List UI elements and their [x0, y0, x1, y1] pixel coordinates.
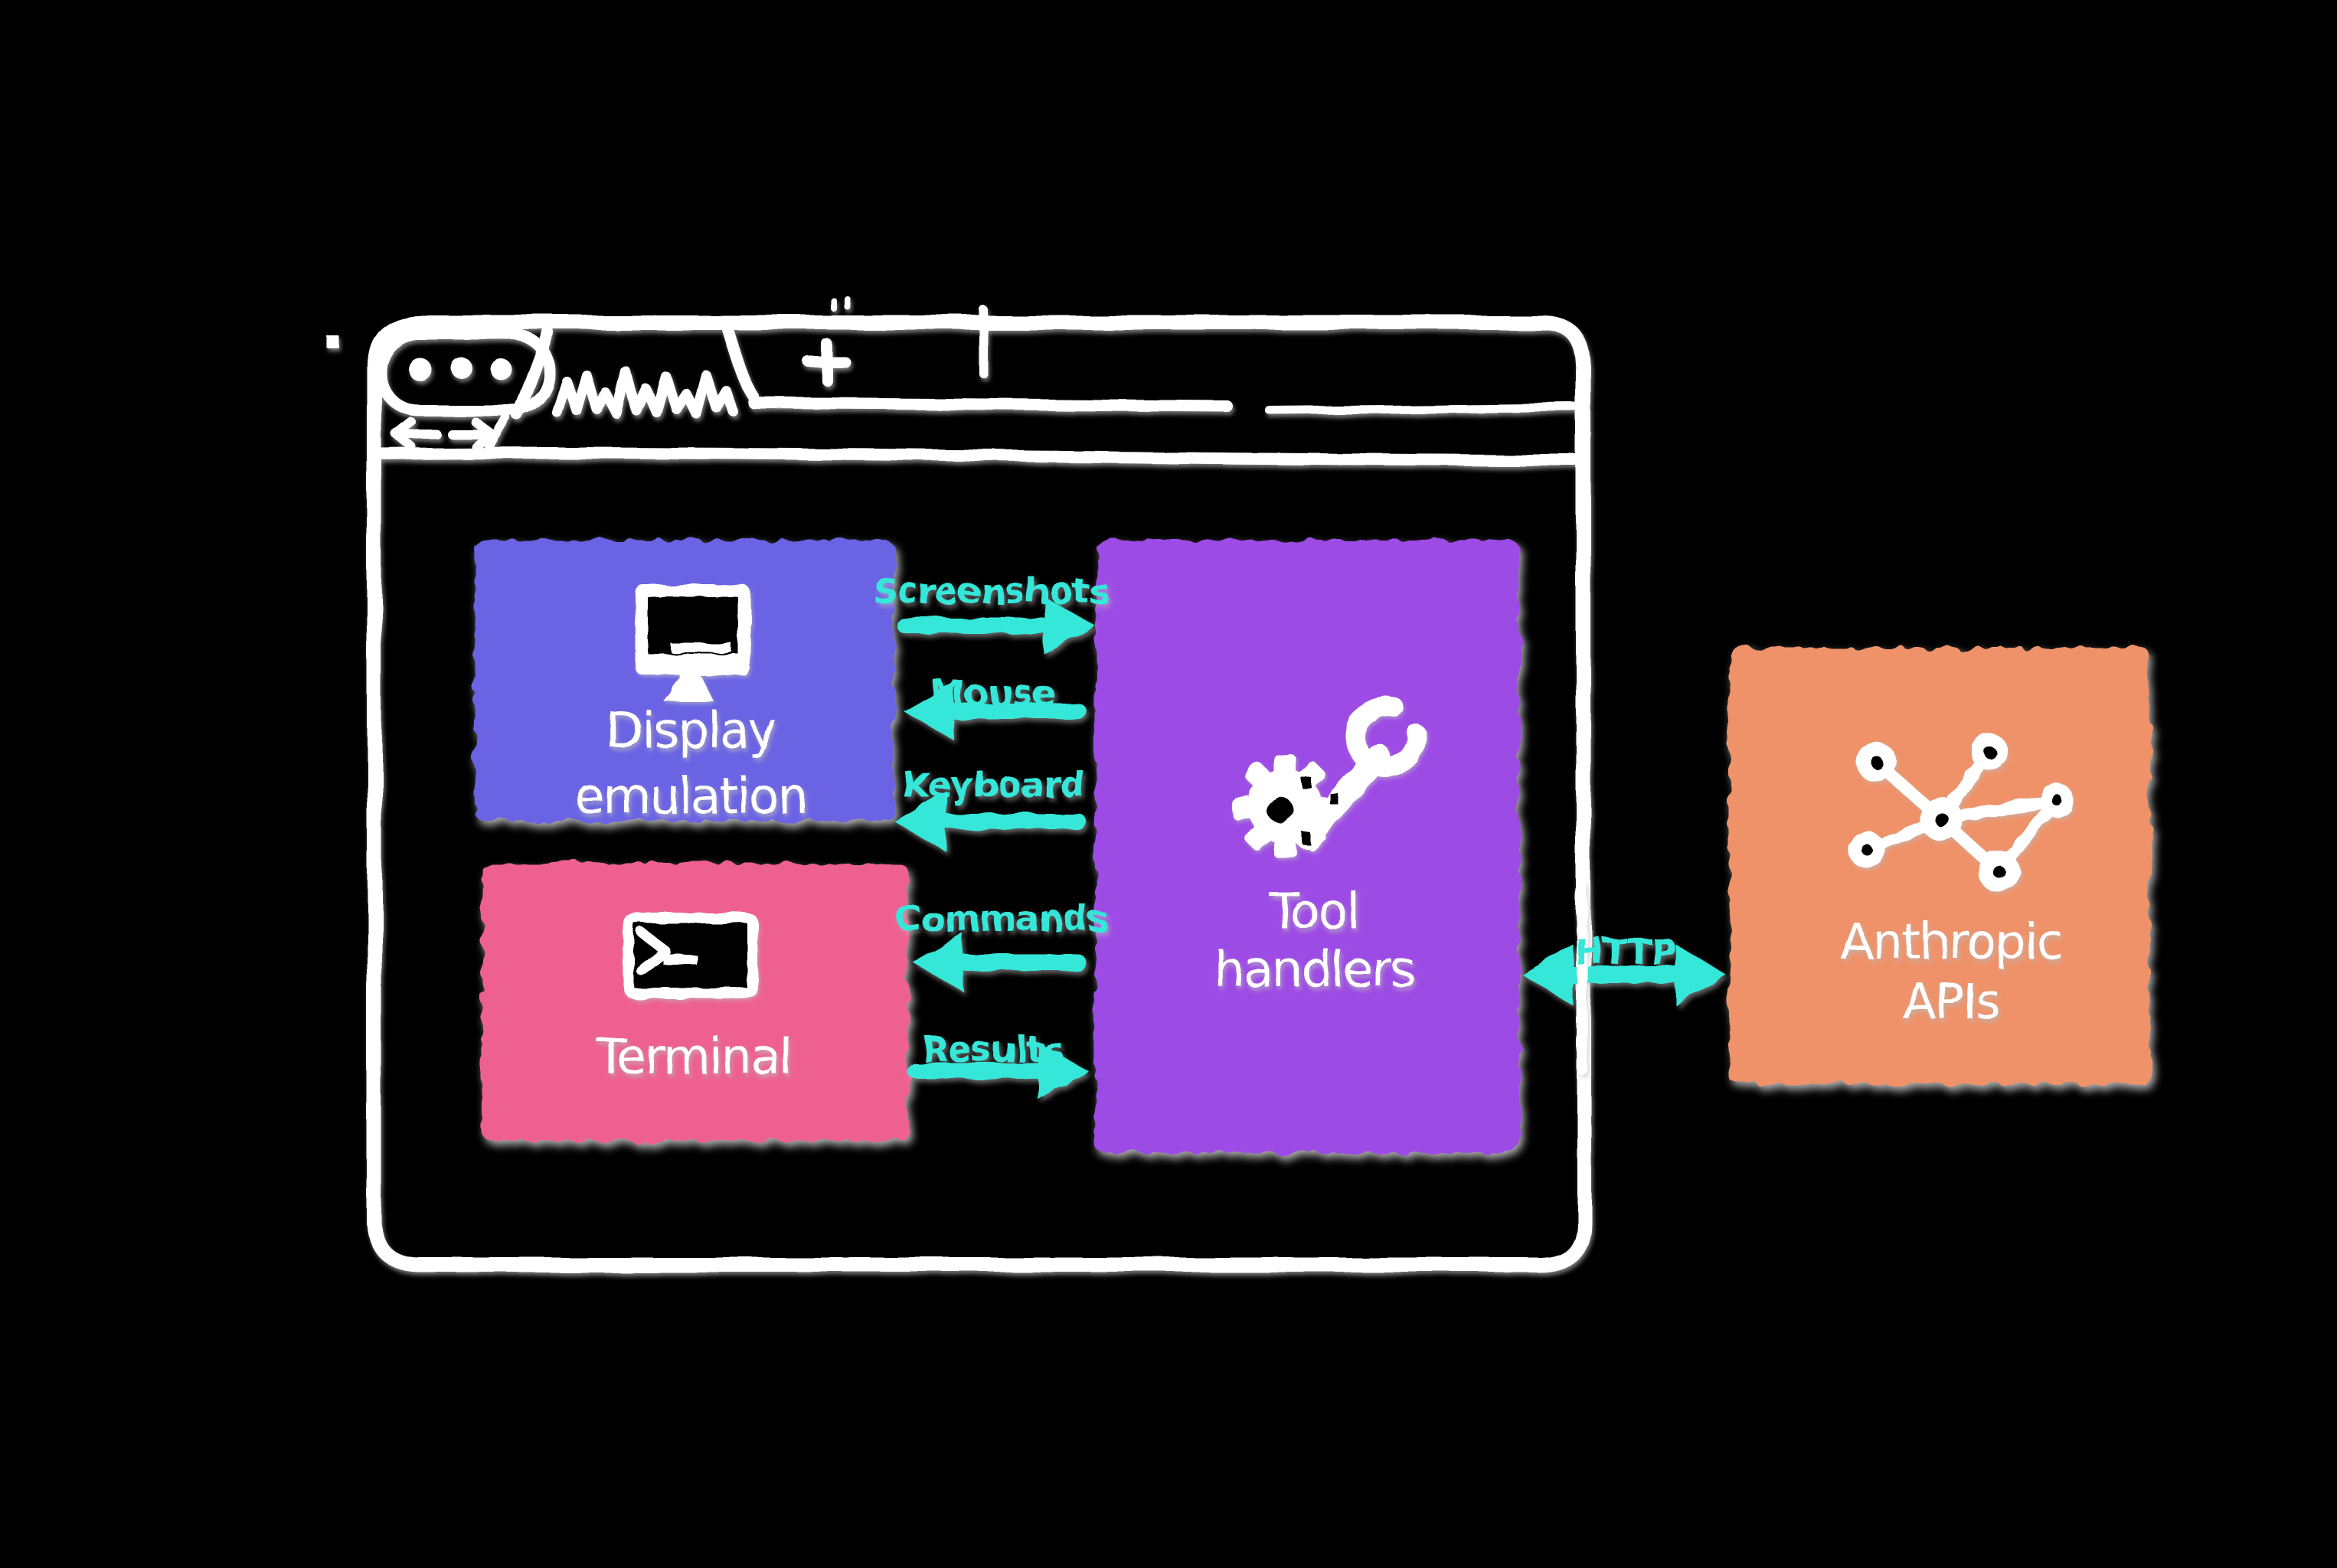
browser-tab-traffic-lights: [374, 328, 555, 416]
traffic-light-dot: [409, 358, 432, 381]
anthropic-apis-label-line1: Anthropic: [1840, 914, 2062, 971]
arrow-commands-head: [913, 933, 963, 991]
tab-title-scribble: [551, 367, 737, 419]
toolbar-bottom-line: [369, 447, 1585, 466]
tab-strip-line: [747, 397, 1233, 412]
arrow-keyboard-head: [894, 791, 946, 852]
anthropic-apis-rect: [1729, 648, 2150, 1084]
traffic-light-dot: [490, 358, 512, 380]
stray-speck: [327, 336, 339, 348]
terminal-label: Terminal: [596, 1029, 791, 1086]
display-emulation-label-line2: emulation: [574, 769, 807, 825]
terminal-icon: [623, 913, 758, 998]
back-arrow-icon: [391, 417, 441, 451]
tool-handlers-label-line2: handlers: [1214, 942, 1414, 998]
arrow-mouse-head: [904, 682, 954, 740]
arrow-keyboard-label: Keyboard: [901, 764, 1084, 805]
browser-window: [327, 296, 1591, 1272]
terminal-box: [482, 864, 908, 1141]
tab-strip-line-right: [1265, 403, 1580, 415]
tools-icon: [1231, 696, 1427, 858]
arrow-screenshots-head: [1044, 596, 1095, 655]
forward-arrow-icon: [447, 413, 511, 456]
new-tab-plus-icon: [803, 338, 851, 386]
anthropic-apis-box: [1729, 648, 2150, 1084]
monitor-icon: [636, 585, 750, 701]
arrow-screenshots-label: Screenshots: [873, 570, 1109, 612]
arrow-commands: Commands: [895, 898, 1109, 991]
arrow-results: Results: [907, 1029, 1089, 1100]
anthropic-apis-label-line2: APIs: [1903, 974, 2000, 1031]
arrow-mouse: Mouse: [904, 672, 1087, 740]
arrow-screenshots: Screenshots: [873, 570, 1110, 655]
arrow-keyboard: Keyboard: [894, 764, 1087, 852]
terminal-rect: [482, 864, 908, 1141]
arrow-results-head: [1038, 1042, 1089, 1100]
network-graph-icon: [1848, 733, 2074, 892]
display-emulation-label-line1: Display: [606, 703, 776, 760]
arrow-http: HTTP: [1522, 881, 1726, 1074]
browser-tab-active: [512, 323, 760, 421]
browser-window-frame: [367, 315, 1591, 1272]
top-speck: [830, 296, 850, 311]
arrow-http-head-left: [1522, 944, 1573, 1005]
arrow-http-label: HTTP: [1574, 931, 1675, 972]
arrow-commands-label: Commands: [895, 898, 1107, 939]
arrow-http-head-right: [1675, 944, 1726, 1005]
tool-handlers-label-line1: Tool: [1269, 884, 1358, 940]
traffic-light-dot: [450, 357, 472, 378]
